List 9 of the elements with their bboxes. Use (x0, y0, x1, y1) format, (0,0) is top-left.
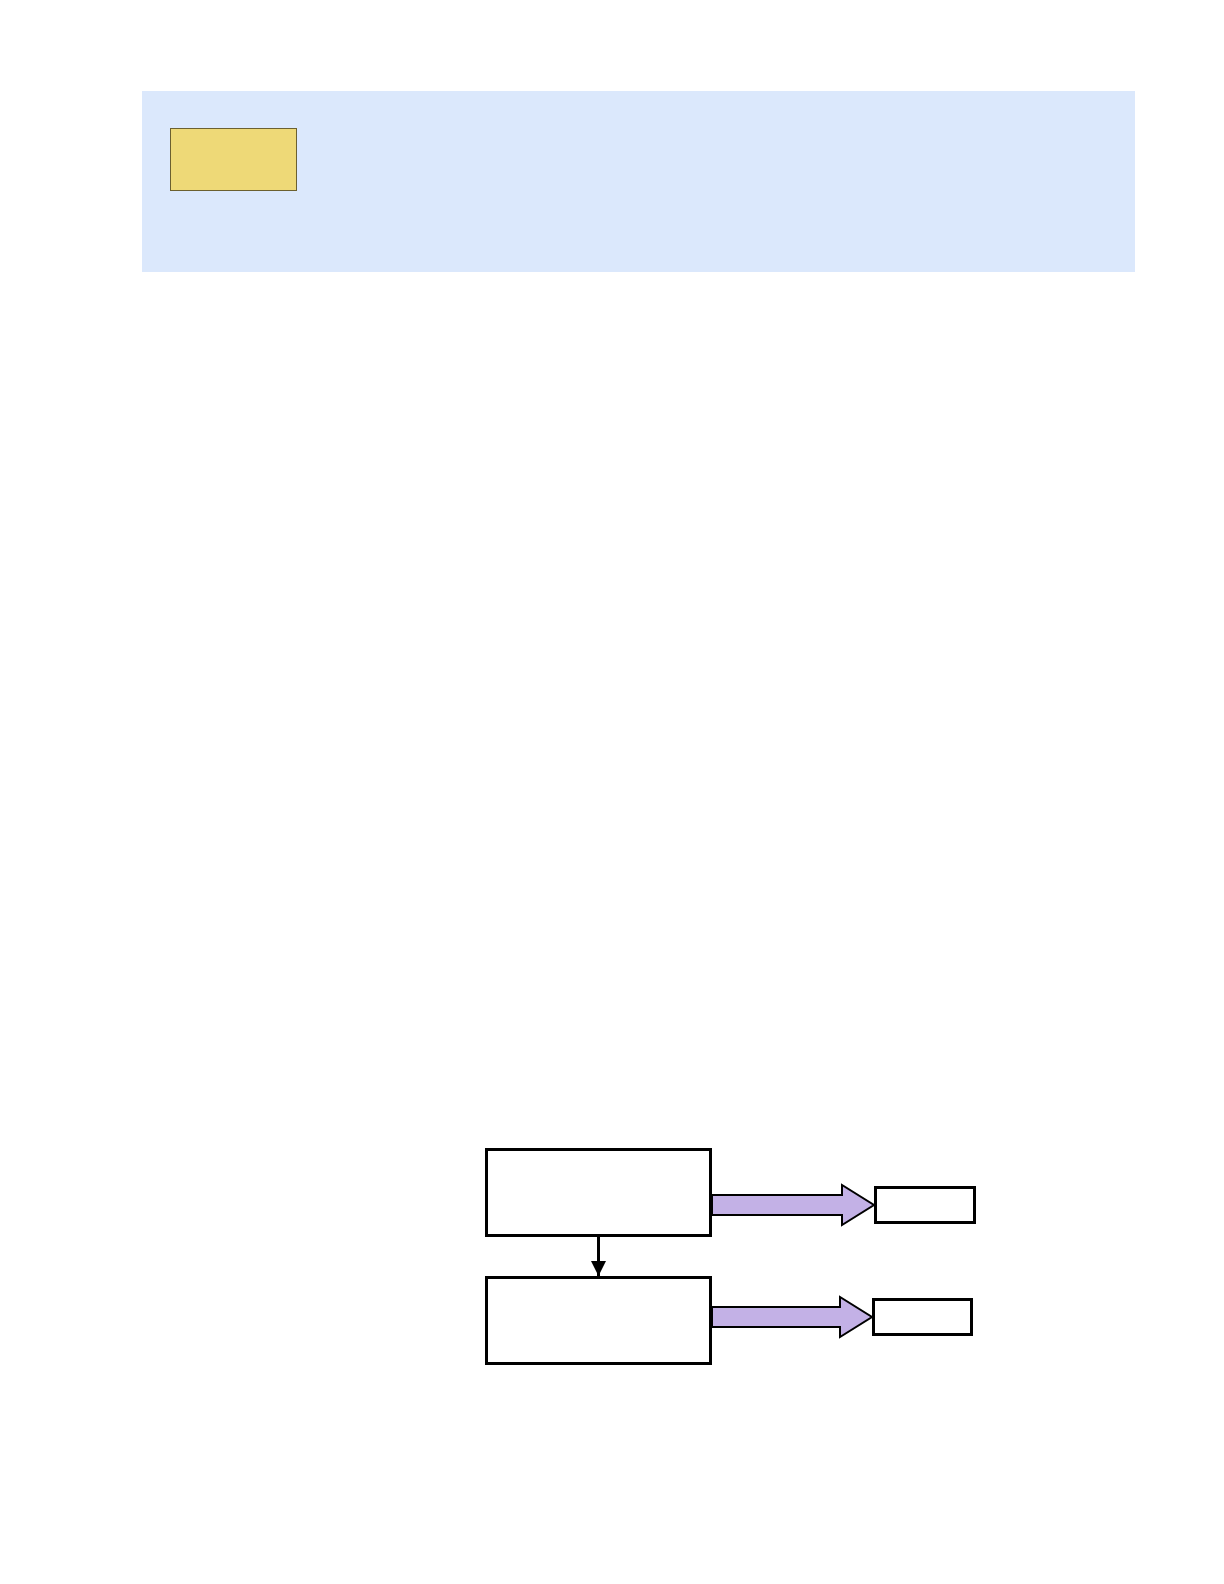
process-box (872, 1298, 973, 1336)
header-band (142, 91, 1135, 272)
block-arrow (711, 1295, 874, 1339)
block-arrow (711, 1183, 876, 1227)
process-box (485, 1276, 712, 1365)
arrow (591, 1237, 606, 1276)
process-box (874, 1186, 976, 1224)
process-box (485, 1148, 712, 1237)
note-box (170, 128, 297, 191)
